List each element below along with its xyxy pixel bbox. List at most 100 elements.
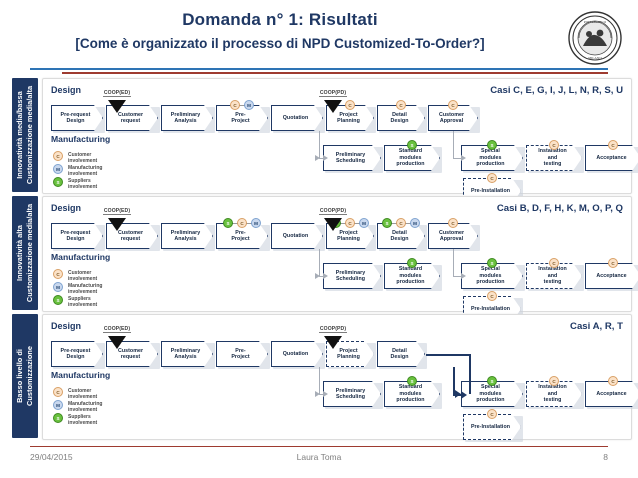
process-step-design-5[interactable]: Quotation xyxy=(271,341,323,367)
manufacturing-section-label: Manufacturing xyxy=(51,370,111,380)
badge-s: S xyxy=(407,376,417,386)
design-section-label: Design xyxy=(51,85,82,95)
badge-connector xyxy=(406,223,410,224)
coop-pd-marker: COOP(PD) xyxy=(310,81,356,113)
badge-connector xyxy=(247,223,251,224)
flow-arrow-1 xyxy=(323,273,328,279)
legend-item-label: Suppliers involvement xyxy=(68,178,98,190)
page-subtitle: [Come è organizzato il processo di NPD C… xyxy=(75,36,485,51)
side-label-line2: Customizzazione media/alta xyxy=(25,203,34,303)
manufacturing-section-label: Manufacturing xyxy=(51,252,111,262)
badge-s: S xyxy=(382,218,392,228)
coop-triangle-icon xyxy=(324,336,342,349)
flow-arrow-2 xyxy=(461,155,466,161)
legend-item-label: Suppliers involvement xyxy=(68,414,98,426)
header-rule-blue xyxy=(30,68,608,70)
process-step-design-5[interactable]: Quotation xyxy=(271,223,323,249)
manufacturing-section-label: Manufacturing xyxy=(51,134,111,144)
coop-label: COOP(ED) xyxy=(102,90,132,97)
process-step-label: Quotation xyxy=(282,232,309,239)
badge-c: C xyxy=(53,269,63,279)
process-step-label: Acceptance xyxy=(596,154,627,161)
row-cases-label: Casi B, D, F, H, K, M, O, P, Q xyxy=(496,203,623,214)
badge-m: M xyxy=(359,218,369,228)
badge-s: S xyxy=(53,177,63,187)
design-section-label: Design xyxy=(51,321,82,331)
badge-c: C xyxy=(345,100,355,110)
side-label-line1: Innovatività alta xyxy=(15,225,24,281)
process-step-label: Acceptance xyxy=(596,272,627,279)
flow-arrow-entry xyxy=(315,155,320,161)
process-step-design-4[interactable]: Pre-Project xyxy=(216,105,268,131)
badge-s: S xyxy=(407,140,417,150)
process-step-label: Acceptance xyxy=(596,390,627,397)
badge-c: C xyxy=(396,218,406,228)
legend-item-label: Manufacturing involvement xyxy=(68,401,103,413)
process-step-label: Pre-Installation xyxy=(470,187,511,194)
badge-c: C xyxy=(448,100,458,110)
legend-item-label: Customer involvement xyxy=(68,388,98,400)
detail-design-link-arrow xyxy=(455,390,461,398)
badge-c: C xyxy=(487,409,497,419)
badge-c: C xyxy=(608,140,618,150)
side-label-line2: Customizzazione media/alta xyxy=(25,85,34,185)
badge-c: C xyxy=(237,218,247,228)
badge-connector xyxy=(233,223,237,224)
university-seal-logo: POLITECNICO MILANO xyxy=(568,11,622,65)
legend-item-label: Suppliers involvement xyxy=(68,296,98,308)
process-step-design-4[interactable]: Pre-Project xyxy=(216,341,268,367)
process-step-design-5[interactable]: Quotation xyxy=(271,105,323,131)
badge-c: C xyxy=(549,140,559,150)
badge-c: C xyxy=(487,173,497,183)
badge-m: M xyxy=(53,400,63,410)
coop-label: COOP(ED) xyxy=(102,326,132,333)
badge-m: M xyxy=(53,282,63,292)
flow-arrow-1 xyxy=(323,155,328,161)
badge-c: C xyxy=(487,291,497,301)
badge-c: C xyxy=(53,151,63,161)
header-rule-red xyxy=(62,72,608,74)
badge-m: M xyxy=(251,218,261,228)
badge-s: S xyxy=(487,376,497,386)
badge-connector xyxy=(392,223,396,224)
svg-text:POLITECNICO: POLITECNICO xyxy=(584,20,607,24)
badge-s: S xyxy=(487,258,497,268)
